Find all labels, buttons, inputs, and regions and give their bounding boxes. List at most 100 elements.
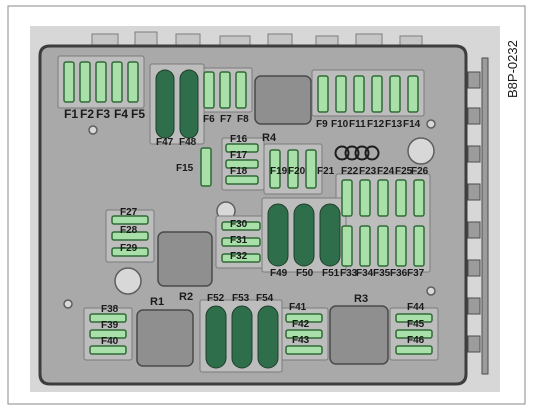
fuse-f12 xyxy=(371,75,383,113)
fuse-label-f44: F44 xyxy=(407,302,425,313)
relay-r3 xyxy=(329,305,389,365)
fuse-f23 xyxy=(359,179,371,217)
fuse-f35 xyxy=(377,225,389,267)
fuse-f48 xyxy=(179,69,199,139)
fuse-label-f52: F52 xyxy=(207,293,225,304)
fuse-label-f13: F13 xyxy=(385,119,403,130)
fuse-label-f51: F51 xyxy=(322,268,340,279)
fuse-f31 xyxy=(221,237,261,247)
fuse-f9 xyxy=(317,75,329,113)
fuse-label-f19: F19 xyxy=(270,166,288,177)
fuse-f40 xyxy=(89,345,127,355)
fuse-label-f4: F4 xyxy=(114,107,128,121)
screw xyxy=(426,286,436,296)
fuse-f3 xyxy=(95,61,107,103)
fuse-label-f7: F7 xyxy=(220,114,232,125)
figure-code: B8P-0232 xyxy=(505,40,520,98)
fuse-f36 xyxy=(395,225,407,267)
fuse-label-f15: F15 xyxy=(176,163,194,174)
fuse-label-f17: F17 xyxy=(230,150,248,161)
fuse-f25 xyxy=(395,179,407,217)
fuse-f38 xyxy=(89,313,127,323)
relay-label-r3: R3 xyxy=(354,293,368,305)
fuse-label-f45: F45 xyxy=(407,319,425,330)
fuse-f10 xyxy=(335,75,347,113)
fuse-label-f3: F3 xyxy=(96,107,110,121)
fuse-f26 xyxy=(413,179,425,217)
fuse-holder-plate xyxy=(311,69,425,117)
fuse-f19 xyxy=(269,149,281,189)
fuse-label-f48: F48 xyxy=(179,137,197,148)
fuse-f49 xyxy=(267,203,289,267)
fuse-f33 xyxy=(341,225,353,267)
fuse-label-f18: F18 xyxy=(230,166,248,177)
fuse-label-f38: F38 xyxy=(101,304,119,315)
side-connectors xyxy=(467,57,489,375)
fuse-f32 xyxy=(221,253,261,263)
screw xyxy=(114,267,142,295)
top-clips xyxy=(91,31,423,47)
fuse-label-f46: F46 xyxy=(407,335,425,346)
fuse-f1 xyxy=(63,61,75,103)
fuse-label-f42: F42 xyxy=(292,319,310,330)
screw xyxy=(88,125,98,135)
fuse-f51 xyxy=(319,203,341,267)
fuse-f17 xyxy=(225,159,259,169)
fuse-f4 xyxy=(111,61,123,103)
fuse-f47 xyxy=(155,69,175,139)
fuse-label-f16: F16 xyxy=(230,134,248,145)
fuse-label-f47: F47 xyxy=(156,137,174,148)
relay-r4 xyxy=(254,75,312,125)
fuse-label-f12: F12 xyxy=(367,119,385,130)
fuse-f39 xyxy=(89,329,127,339)
fuse-label-f30: F30 xyxy=(230,219,248,230)
fuse-label-f1: F1 xyxy=(64,107,78,121)
fuse-label-f5: F5 xyxy=(131,107,145,121)
fuse-f53 xyxy=(231,305,253,369)
fuse-label-f37: F37 xyxy=(407,268,425,279)
fuse-label-f23: F23 xyxy=(359,166,377,177)
fuse-f28 xyxy=(111,231,149,241)
fuse-label-f8: F8 xyxy=(237,114,249,125)
fuse-label-f49: F49 xyxy=(270,268,288,279)
fuse-label-f24: F24 xyxy=(377,166,395,177)
fuse-f21 xyxy=(305,149,317,189)
fuse-label-f39: F39 xyxy=(101,320,119,331)
fuse-label-f34: F34 xyxy=(356,268,374,279)
fuse-label-f54: F54 xyxy=(256,293,274,304)
fuse-f29 xyxy=(111,247,149,257)
fuse-f27 xyxy=(111,215,149,225)
audi-rings-logo xyxy=(334,145,380,161)
relay-r2 xyxy=(157,231,213,287)
fuse-label-f41: F41 xyxy=(289,302,307,313)
fuse-f6 xyxy=(203,71,215,109)
fuse-label-f35: F35 xyxy=(373,268,391,279)
fuse-f5 xyxy=(127,61,139,103)
fuse-f16 xyxy=(225,143,259,153)
fuse-label-f29: F29 xyxy=(120,243,138,254)
fuse-label-f20: F20 xyxy=(288,166,306,177)
fuses xyxy=(57,55,439,373)
fuse-f37 xyxy=(413,225,425,267)
fuse-f43 xyxy=(285,345,323,355)
fuse-f13 xyxy=(389,75,401,113)
fuse-label-f6: F6 xyxy=(203,114,215,125)
fuse-f30 xyxy=(221,221,261,231)
screw xyxy=(63,299,73,309)
fuse-f22 xyxy=(341,179,353,217)
fuse-f42 xyxy=(285,329,323,339)
fuse-f7 xyxy=(219,71,231,109)
fuse-f54 xyxy=(257,305,279,369)
fuse-panel xyxy=(38,44,468,386)
relays xyxy=(136,75,389,367)
fuse-f46 xyxy=(395,345,433,355)
fuse-label-f33: F33 xyxy=(340,268,358,279)
fuse-label-f53: F53 xyxy=(232,293,250,304)
fuse-f44 xyxy=(395,313,433,323)
fuse-f34 xyxy=(359,225,371,267)
fuse-f2 xyxy=(79,61,91,103)
fuse-f18 xyxy=(225,175,259,185)
fuse-label-f26: F26 xyxy=(411,166,429,177)
fuse-label-f32: F32 xyxy=(230,251,248,262)
